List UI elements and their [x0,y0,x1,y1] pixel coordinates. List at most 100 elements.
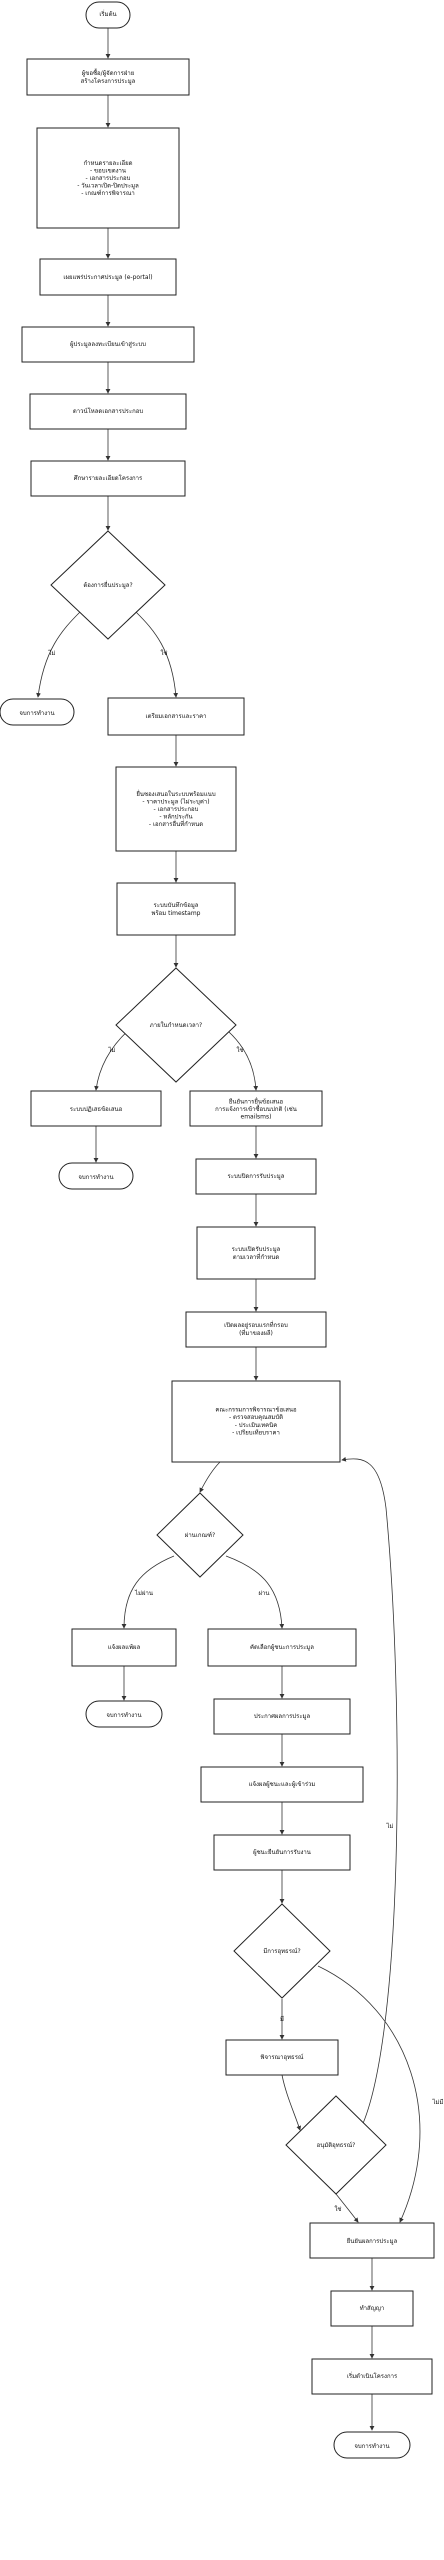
node-label-line: การแจ้งการเข้าซื้อบนปกติ (เช่น [215,1103,297,1113]
edge-label-d4-yes: มี [280,2015,284,2023]
node-submit-offer[interactable]: ยื่นซองเสนอในระบบพร้อมแนบ- ราคาประมูล (ไ… [115,766,237,852]
edge-label-d2-yes: ใช่ [236,1046,243,1054]
decision-has-appeal[interactable]: มีการอุทธรณ์? [233,1903,331,1999]
node-label-line: อนุมัติอุทธรณ์? [317,2141,356,2149]
node-label-line: ทำสัญญา [360,2305,385,2312]
node-start-project[interactable]: เริ่มดำเนินโครงการ [311,2358,433,2395]
decision-within-deadline-label: ภายในกำหนดเวลา? [150,1021,202,1029]
node-label-line: - วันเวลาเปิด-ปิดประมูล [77,183,139,190]
node-end-3-label: จบการทำงาน [106,1712,141,1719]
decision-pass-criteria[interactable]: ผ่านเกณฑ์? [156,1492,244,1578]
node-announce-result-label: ประกาศผลการประมูล [254,1713,311,1720]
node-record-timestamp[interactable]: ระบบบันทึกข้อมูลพร้อม timestamp [116,882,236,936]
node-label-line: แจ้งผลผู้ชนะและผู้เข้าร่วม [249,1781,316,1788]
node-start-project-label: เริ่มดำเนินโครงการ [347,2372,398,2380]
node-label-line: - เปรียบเทียบราคา [232,1428,280,1436]
decision-want-to-bid[interactable]: ต้องการยื่นประมูล? [50,530,166,640]
node-notify-participants[interactable]: แจ้งผลผู้ชนะและผู้เข้าร่วม [200,1766,364,1803]
edge-label-d1-yes: ใช่ [160,649,167,657]
node-label-line: จบการทำงาน [19,710,54,717]
node-label-line: ระบบบันทึกข้อมูล [154,902,199,909]
decision-within-deadline[interactable]: ภายในกำหนดเวลา? [115,967,237,1083]
node-define-details-label: กำหนดรายละเอียด- ขอบเขตงาน- เอกสารประกอบ… [77,159,139,197]
node-first-round-results-label: เปิดผลอยู่รอบแรกที่กรอบ(ที่มาของผลี) [224,1321,288,1337]
node-label-line: - เกณฑ์การพิจารณา [81,189,135,197]
edge-labels-layer: ไม่ ใช่ ไม่ ใช่ ไม่ผ่าน ผ่าน มี ไม่มี ใช… [48,649,444,2213]
edge-label-d5-no: ไม่ [386,1822,394,1830]
node-announce-result[interactable]: ประกาศผลการประมูล [213,1698,351,1735]
edge-n21-d5 [281,2074,302,2131]
decision-approve-appeal[interactable]: อนุมัติอุทธรณ์? [285,2095,387,2195]
node-publish-announcement[interactable]: เผยแพร่ประกาศประมูล (e-portal) [39,258,177,296]
node-study-details[interactable]: ศึกษารายละเอียดโครงการ [30,460,186,497]
node-make-contract[interactable]: ทำสัญญา [330,2290,414,2327]
edge-label-d2-no: ไม่ [108,1046,116,1054]
node-label-line: ผู้ประมูลลงทะเบียนเข้าสู่ระบบ [70,340,146,348]
node-record-timestamp-label: ระบบบันทึกข้อมูลพร้อม timestamp [151,902,200,917]
node-label-line: คณะกรรมการพิจารณาข้อเสนอ [215,1407,297,1414]
node-label-line: กำหนดรายละเอียด [83,159,132,167]
node-close-bidding-label: ระบบปิดการรับประมูล [228,1173,285,1180]
node-confirm-submission[interactable]: ยืนยันการยื่นข้อเสนอการแจ้งการเข้าซื้อบน… [189,1090,323,1127]
node-winner-accept-label: ผู้ชนะยืนยันการรับงาน [253,1848,311,1856]
node-open-bids[interactable]: ระบบเปิดรับประมูลตามเวลาที่กำหนด [196,1226,316,1280]
node-confirm-result-label: ยืนยันผลการประมูล [346,2237,397,2245]
node-first-round-results[interactable]: เปิดผลอยู่รอบแรกที่กรอบ(ที่มาของผลี) [185,1311,327,1348]
node-confirm-result[interactable]: ยืนยันผลการประมูล [309,2222,435,2259]
edge-label-d3-yes: ผ่าน [259,1590,270,1597]
node-committee-review-label: คณะกรรมการพิจารณาข้อเสนอ- ตรวจสอบคุณสมบั… [215,1407,297,1437]
edge-label-d1-no: ไม่ [48,649,56,657]
node-notify-participants-label: แจ้งผลผู้ชนะและผู้เข้าร่วม [249,1781,316,1788]
node-label-line: เตรียมเอกสารและราคา [146,712,207,720]
node-prepare-docs-price[interactable]: เตรียมเอกสารและราคา [107,697,245,736]
node-close-bidding[interactable]: ระบบปิดการรับประมูล [195,1158,317,1195]
node-label-line: เริ่มต้น [99,10,116,18]
node-label-line: ประกาศผลการประมูล [254,1713,311,1720]
node-define-details[interactable]: กำหนดรายละเอียด- ขอบเขตงาน- เอกสารประกอบ… [36,127,180,229]
node-label-line: ยื่นซองเสนอในระบบพร้อมแนบ [136,790,216,798]
node-end-2[interactable]: จบการทำงาน [58,1162,134,1190]
node-start[interactable]: เริ่มต้น [85,1,131,29]
edge-d5-n22 [335,2193,359,2223]
node-open-bids-label: ระบบเปิดรับประมูลตามเวลาที่กำหนด [232,1246,281,1261]
node-label-line: (ที่มาของผลี) [239,1329,273,1337]
node-label-line: จบการทำงาน [106,1712,141,1719]
node-make-contract-label: ทำสัญญา [360,2305,385,2312]
node-end-1[interactable]: จบการทำงาน [0,698,75,726]
node-committee-review[interactable]: คณะกรรมการพิจารณาข้อเสนอ- ตรวจสอบคุณสมบั… [171,1380,341,1463]
node-label-line: - ขอบเขตงาน [90,167,126,174]
node-label-line: พิจารณาอุทธรณ์ [260,2053,303,2061]
node-label-line: emailsms) [241,1114,272,1121]
node-submit-offer-label: ยื่นซองเสนอในระบบพร้อมแนบ- ราคาประมูล (ไ… [136,790,216,828]
node-label-line: - ประเมินเทคนิค [235,1422,278,1429]
node-review-appeal[interactable]: พิจารณาอุทธรณ์ [225,2039,339,2076]
node-confirm-submission-label: ยืนยันการยื่นข้อเสนอการแจ้งการเข้าซื้อบน… [215,1097,297,1120]
node-label-line: ตามเวลาที่กำหนด [233,1253,280,1261]
node-reject-offer[interactable]: ระบบปฏิเสธข้อเสนอ [30,1090,162,1127]
node-create-project[interactable]: ผู้ขอซื้อ/ผู้จัดการฝ่ายสร้างโครงการประมู… [26,58,190,96]
node-label-line: - เอกสารประกอบ [154,806,199,813]
node-end-4-label: จบการทำงาน [354,2443,389,2450]
edge-d3-n17 [225,1555,285,1629]
node-notify-loss[interactable]: แจ้งผลแพ้ผล [71,1628,177,1667]
node-select-winner-label: คัดเลือกผู้ชนะการประมูล [250,1643,314,1651]
node-end-3[interactable]: จบการทำงาน [85,1700,163,1728]
node-winner-accept[interactable]: ผู้ชนะยืนยันการรับงาน [213,1834,351,1871]
node-label-line: - ราคาประมูล (ไม่ระบุค่า) [142,797,209,805]
node-bidder-register[interactable]: ผู้ประมูลลงทะเบียนเข้าสู่ระบบ [21,326,195,363]
node-download-docs[interactable]: ดาวน์โหลดเอกสารประกอบ [29,393,187,430]
node-label-line: เผยแพร่ประกาศประมูล (e-portal) [63,274,152,281]
node-label-line: ระบบเปิดรับประมูล [232,1246,281,1253]
node-label-line: ผู้ขอซื้อ/ผู้จัดการฝ่าย [82,67,134,77]
node-select-winner[interactable]: คัดเลือกผู้ชนะการประมูล [207,1628,357,1667]
edge-n15-d3 [199,1461,221,1493]
node-label-line: มีการอุทธรณ์? [263,1947,300,1955]
node-label-line: ดาวน์โหลดเอกสารประกอบ [73,407,144,415]
node-end-4[interactable]: จบการทำงาน [333,2431,411,2459]
node-label-line: จบการทำงาน [354,2443,389,2450]
node-bidder-register-label: ผู้ประมูลลงทะเบียนเข้าสู่ระบบ [70,340,146,348]
node-label-line: คัดเลือกผู้ชนะการประมูล [250,1643,314,1651]
node-label-line: สร้างโครงการประมูล [81,77,136,85]
edge-d3-n16 [121,1555,175,1629]
